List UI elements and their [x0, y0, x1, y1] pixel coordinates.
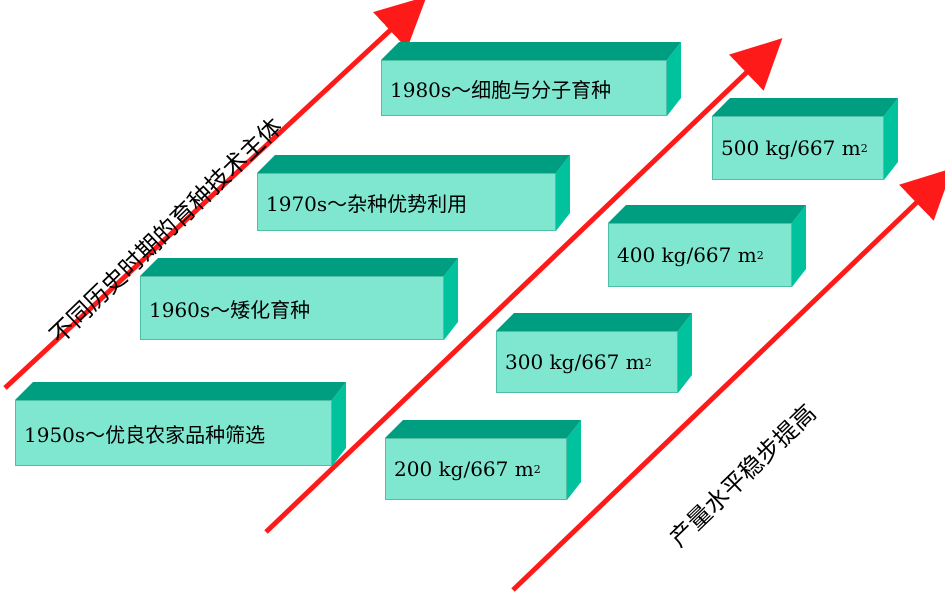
arrow-middle	[264, 38, 783, 534]
arrow-left	[3, 0, 427, 390]
yield-unit-exponent: 2	[533, 462, 541, 476]
yield-unit-exponent: 2	[756, 248, 764, 262]
stage-text: 细胞与分子育种	[471, 77, 612, 102]
yield-value: 500 kg/667 m	[721, 136, 861, 160]
yield-unit-exponent: 2	[860, 141, 868, 155]
stage-box-1960s: 1960s～矮化育种	[140, 258, 458, 340]
stage-text: 杂种优势利用	[347, 191, 468, 216]
stage-box-1980s: 1980s～细胞与分子育种	[381, 42, 681, 116]
yield-value: 400 kg/667 m	[617, 243, 757, 267]
yield-unit-exponent: 2	[644, 355, 652, 369]
arrow-right	[511, 168, 945, 592]
yield-value: 300 kg/667 m	[505, 350, 645, 374]
stage-period: 1950s～	[24, 422, 106, 447]
yield-value: 200 kg/667 m	[394, 457, 534, 481]
stage-text: 矮化育种	[230, 297, 311, 322]
stage-period: 1960s～	[149, 297, 231, 322]
stage-box-1970s: 1970s～杂种优势利用	[257, 155, 570, 231]
stage-period: 1970s～	[266, 191, 348, 216]
stage-box-1950s: 1950s～优良农家品种筛选	[15, 382, 346, 466]
stage-text: 优良农家品种筛选	[105, 422, 266, 447]
stage-period: 1980s～	[390, 77, 472, 102]
